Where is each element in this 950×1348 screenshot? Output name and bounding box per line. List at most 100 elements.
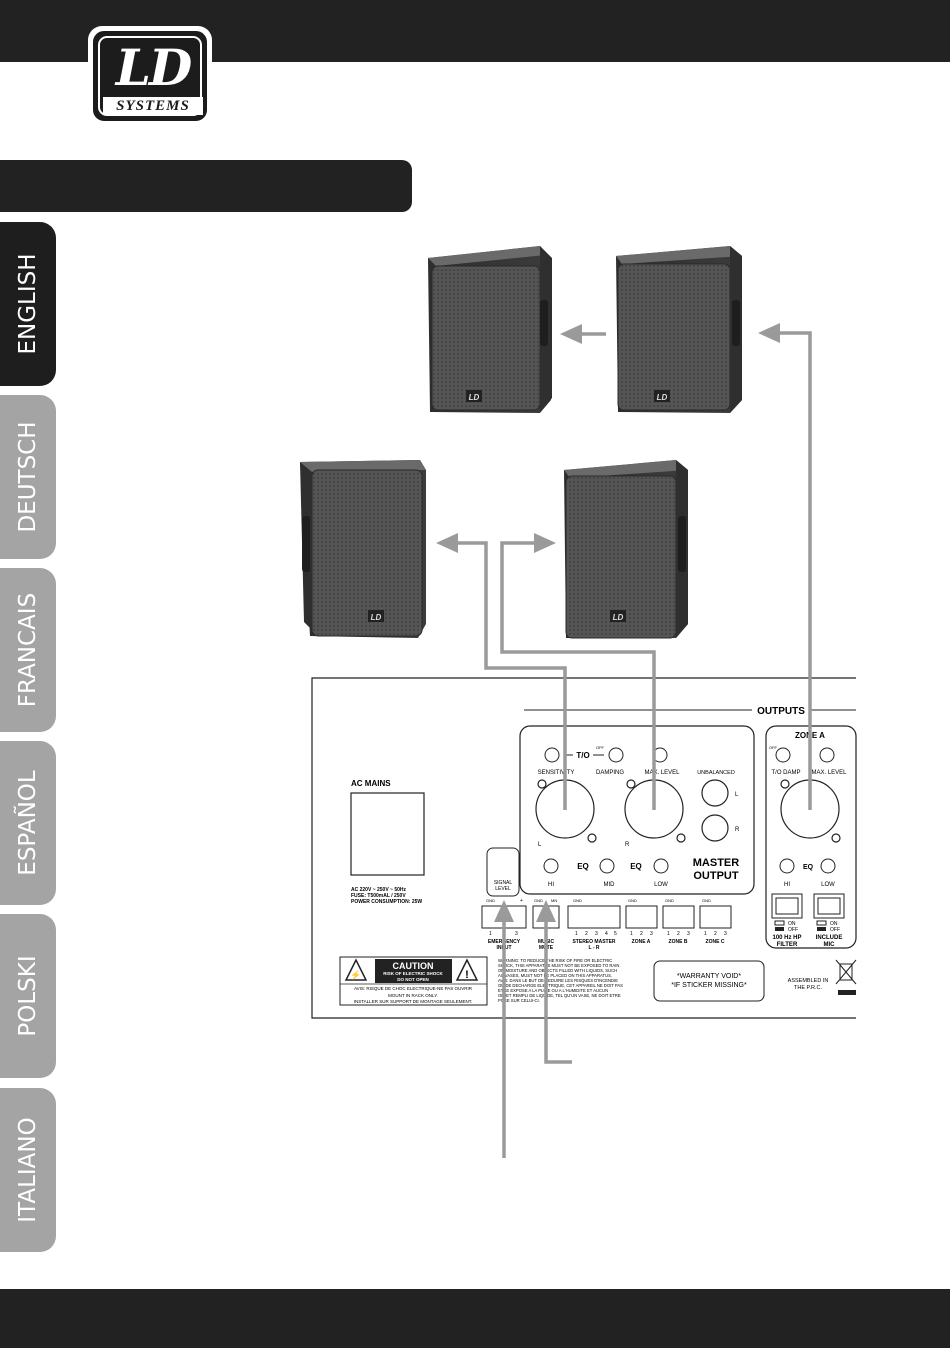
to-damp-label: T/O DAMP <box>771 770 800 776</box>
to-label: T/O <box>576 751 589 760</box>
zone-b-terminal-label: ZONE B <box>669 939 688 945</box>
gnd-label: GND <box>665 898 674 903</box>
terminal-number: 2 <box>714 931 717 937</box>
signal-label: SIGNAL <box>494 880 513 886</box>
damping-label: DAMPING <box>596 770 624 776</box>
gnd-label: GND <box>534 898 543 903</box>
eq-label: EQ <box>577 862 589 871</box>
gnd-label: GND <box>573 898 582 903</box>
terminal-number: 3 <box>595 931 598 937</box>
gnd-label: GND <box>702 898 711 903</box>
bottom-footer-bar <box>0 1289 950 1348</box>
terminal-number: 1 <box>704 931 707 937</box>
rca-l-label: L <box>735 792 739 798</box>
tab-francais[interactable]: FRANCAIS <box>0 568 56 732</box>
terminal-number: 1 <box>667 931 670 937</box>
max-level-label: MAX. LEVEL <box>644 770 680 776</box>
caution-subtitle: RISK OF ELECTRIC SHOCK <box>383 971 443 976</box>
warranty-text-2: *IF STICKER MISSING* <box>671 982 747 989</box>
terminal-number: 2 <box>677 931 680 937</box>
off-label: OFF <box>769 745 778 750</box>
terminal-number: 3 <box>650 931 653 937</box>
stereo-lr-label: L - R <box>588 945 599 951</box>
terminal-number: 5 <box>614 931 617 937</box>
ld-systems-logo: LD SYSTEMS <box>88 26 212 126</box>
mid-label: MID <box>604 882 616 888</box>
gnd-label: GND <box>628 898 637 903</box>
eq-label: EQ <box>630 862 642 871</box>
ac-mains-label: AC MAINS <box>351 779 391 788</box>
zone-a-low-label: LOW <box>821 882 835 888</box>
terminal-number: 3 <box>515 931 518 937</box>
lightning-warning-icon: ⚡ <box>350 969 361 981</box>
warning-line: WARNING: TO REDUCE THE RISK OF FIRE OR E… <box>498 958 612 963</box>
speaker-bottom-right: LD <box>564 460 688 639</box>
stereo-master-label: STEREO MASTER <box>572 939 615 945</box>
hp-filter-label-2: FILTER <box>777 942 798 948</box>
zone-c-terminal-label: ZONE C <box>706 939 725 945</box>
speaker-bottom-left: LD <box>300 460 426 638</box>
hp-filter-label: 100 Hz HP <box>772 935 801 941</box>
outputs-label: OUTPUTS <box>757 706 805 717</box>
speaker-logo: LD <box>613 613 624 622</box>
terminal-number: 2 <box>585 931 588 937</box>
caution-title: CAUTION <box>393 961 434 971</box>
logo-badge: LD SYSTEMS <box>93 31 207 121</box>
sensitivity-label: SENSITIVITY <box>538 770 575 776</box>
speaker-logo: LD <box>371 613 382 622</box>
tab-italiano[interactable]: ITALIANO <box>0 1088 56 1252</box>
warning-line: OR MOISTURE AND OBJECTS FILLED WITH LIQU… <box>498 968 617 973</box>
zone-a-eq-label: EQ <box>803 864 814 871</box>
section-title-bar <box>0 160 412 212</box>
warning-text-block: WARNING: TO REDUCE THE RISK OF FIRE OR E… <box>498 958 623 1003</box>
terminal-number: 3 <box>724 931 727 937</box>
ac-mains-socket <box>350 792 425 876</box>
hi-label: HI <box>548 882 554 888</box>
tab-espanol[interactable]: ESPAÑOL <box>0 741 56 905</box>
warning-line: AS VASES, MUST NOT BE PLACED ON THIS APP… <box>498 973 612 978</box>
master-output-label-2: OUTPUT <box>693 870 739 882</box>
signal-level-box <box>486 847 520 897</box>
mic-on-label: ON <box>830 921 838 927</box>
low-label: LOW <box>654 882 668 888</box>
xlr-l-label: L <box>538 842 542 848</box>
gnd-label: GND <box>486 898 495 903</box>
terminal-number: 3 <box>687 931 690 937</box>
warranty-text: *WARRANTY VOID* <box>677 973 741 980</box>
mn-label: MN <box>551 898 557 903</box>
cables <box>456 331 812 1158</box>
terminal-number: 1 <box>489 931 492 937</box>
logo-systems-text: SYSTEMS <box>103 97 203 115</box>
tab-polski[interactable]: POLSKI <box>0 914 56 1078</box>
zone-a-max-level-label: MAX. LEVEL <box>811 770 847 776</box>
warning-line: ETRE EXPOSE A LA PLUIE OU A L'HUMIDITE E… <box>498 988 608 993</box>
tab-deutsch[interactable]: DEUTSCH <box>0 395 56 559</box>
warning-line: POSE SUR CELUI-CI. <box>498 998 540 1003</box>
assembled-text: ASSEMBLED IN <box>788 978 829 984</box>
xlr-r-label: R <box>625 842 630 848</box>
master-output-label: MASTER <box>693 857 740 869</box>
warning-line: OBJET REMPLI DE LIQUIDE, TEL QU'UN VASE,… <box>498 993 621 998</box>
speaker-logo: LD <box>657 393 668 402</box>
warning-line: SHOCK, THIS APPARATUS MUST NOT BE EXPOSE… <box>498 963 619 968</box>
zone-a-hi-label: HI <box>784 882 790 888</box>
mic-off-label: OFF <box>830 927 840 933</box>
terminal-number: 2 <box>640 931 643 937</box>
caution-subtitle-2: DO NOT OPEN <box>397 977 429 982</box>
terminal-number: 1 <box>630 931 633 937</box>
level-label: LEVEL <box>495 886 511 892</box>
tab-english[interactable]: ENGLISH <box>0 222 56 386</box>
assembled-text-2: THE P.R.C. <box>794 985 822 991</box>
ac-spec-line-3: POWER CONSUMPTION: 25W <box>351 899 422 905</box>
warning-line: AVIS: DANS LE BUT DE REDUIRE LES RISQUES… <box>498 978 618 983</box>
rack-text: MOUNT IN RACK ONLY. <box>388 993 438 998</box>
unbalanced-label: UNBALANCED <box>697 770 735 776</box>
hp-off-label: OFF <box>788 927 798 933</box>
avis-text: AVIS: RISQUE DE CHOC ELECTRIQUE-NE PAS O… <box>354 986 473 991</box>
logo-ld-text: LD <box>115 38 193 97</box>
include-mic-label-2: MIC <box>824 942 836 948</box>
plus-label: + <box>520 898 523 904</box>
ac-spec-line-1: AC 220V ~ 250V ~ 50Hz <box>351 887 407 893</box>
amplifier-rear-panel: OUTPUTS T/O OFF OFF SENSITIVITY DAMPING … <box>311 677 857 1019</box>
